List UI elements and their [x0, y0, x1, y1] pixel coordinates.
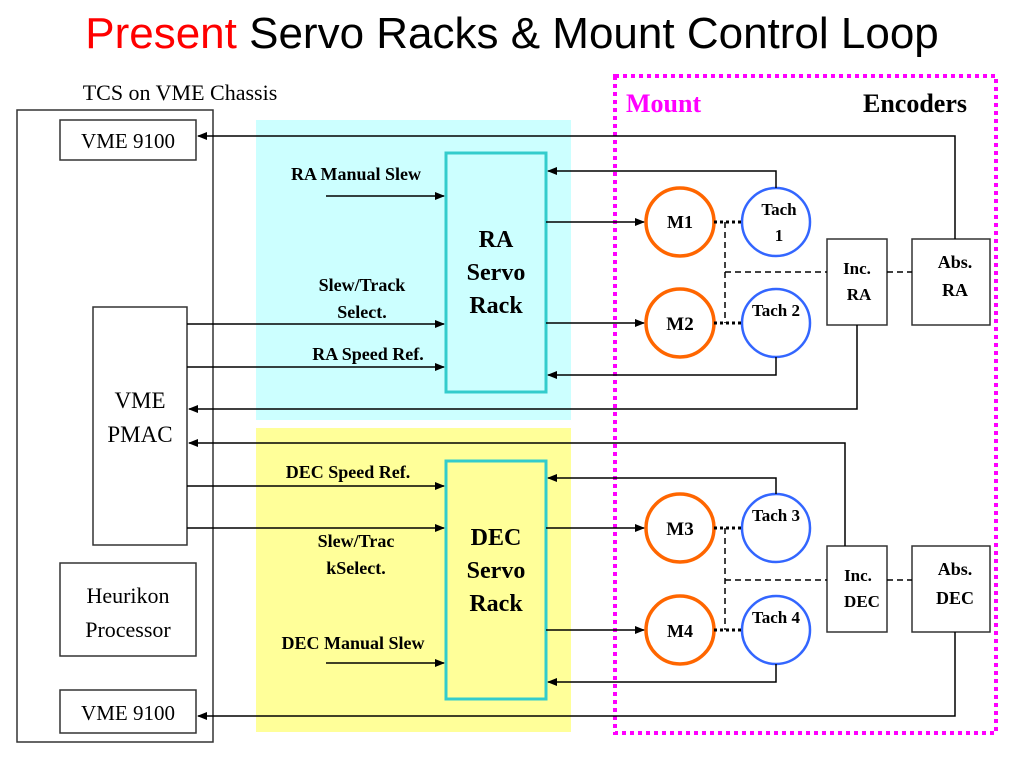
wire-inc-dec-to-pmac: [188, 439, 846, 546]
tach-2-label: Tach 2: [752, 301, 800, 320]
mechanical-couplings: [714, 220, 912, 632]
tach-4: Tach 4: [740, 594, 812, 666]
vme9100-top-label: VME 9100: [81, 129, 175, 153]
motor-m3: M3: [644, 492, 716, 564]
dec-rack-label-line3: Rack: [469, 591, 523, 617]
tach-4-label: Tach 4: [752, 608, 801, 627]
inc-dec-label-line2: DEC: [844, 592, 880, 611]
pmac-label-line1: VME: [114, 388, 165, 413]
inc-ra-label-line2: RA: [847, 285, 872, 304]
abs-ra-label-line1: Abs.: [938, 252, 973, 272]
tach-1-label-line2: 1: [775, 226, 784, 245]
dec-rack-label-line2: Servo: [467, 558, 526, 584]
ra-section-background: [256, 120, 571, 420]
encoders-label: Encoders: [863, 89, 967, 118]
ra-rack-label-line1: RA: [479, 227, 514, 253]
ra-servo-rack: RA Servo Rack: [444, 151, 548, 394]
vme9100-top-box: VME 9100: [59, 119, 197, 161]
motor-m2-label: M2: [666, 314, 693, 335]
motor-m2: M2: [644, 287, 716, 359]
pmac-label-line2: PMAC: [107, 422, 172, 447]
slide-title: Present Servo Racks & Mount Control Loop: [0, 4, 1024, 64]
mount-boundary: [613, 74, 998, 735]
ra-rack-label-line3: Rack: [469, 293, 523, 319]
tach-3: Tach 3: [740, 492, 812, 564]
wire-tach1-to-ra-rack: [547, 167, 777, 188]
title-rest: Servo Racks & Mount Control Loop: [249, 9, 939, 58]
motor-m1: M1: [644, 186, 716, 258]
heurikon-processor-box: Heurikon Processor: [59, 562, 197, 657]
abs-ra-encoder: Abs. RA: [911, 238, 991, 326]
abs-dec-label-line1: Abs.: [938, 559, 973, 579]
motor-m1-label: M1: [667, 212, 693, 232]
dec-manual-slew-label: DEC Manual Slew: [281, 633, 424, 653]
dec-rack-label-line1: DEC: [471, 525, 522, 551]
title-accent: Present: [85, 9, 237, 58]
wire-abs-ra-to-vme9100: [197, 132, 956, 239]
tach-2: Tach 2: [740, 287, 812, 359]
ra-rack-label-line2: Servo: [467, 260, 526, 286]
inc-ra-encoder: Inc. RA: [826, 238, 888, 326]
vme-pmac-box: VME PMAC: [92, 306, 188, 546]
dec-speed-ref-label: DEC Speed Ref.: [286, 462, 411, 482]
wire-inc-ra-to-pmac: [188, 325, 858, 413]
heurikon-label-line2: Processor: [85, 617, 171, 642]
dec-section-background: [256, 428, 571, 732]
vme9100-bottom-label: VME 9100: [81, 701, 175, 725]
dec-slew-track-label-line2: kSelect.: [326, 558, 385, 578]
vme9100-bottom-box: VME 9100: [59, 689, 197, 734]
connections: [187, 132, 956, 720]
mount-label: Mount: [626, 89, 701, 118]
abs-dec-encoder: Abs. DEC: [911, 545, 991, 633]
ra-speed-ref-label: RA Speed Ref.: [312, 344, 424, 364]
wire-tach3-to-dec-rack: [547, 474, 777, 494]
tach-3-label: Tach 3: [752, 506, 800, 525]
tach-1: Tach 1: [740, 186, 812, 258]
inc-dec-label-line1: Inc.: [844, 566, 872, 585]
motor-m3-label: M3: [666, 519, 693, 540]
vme-chassis-box: [16, 109, 214, 743]
wire-tach2-to-ra-rack: [547, 357, 777, 379]
ra-manual-slew-label: RA Manual Slew: [291, 164, 421, 184]
motor-m4: M4: [644, 594, 716, 666]
dec-servo-rack: DEC Servo Rack: [444, 459, 548, 701]
ra-slew-track-label-line2: Select.: [337, 302, 386, 322]
dec-slew-track-label-line1: Slew/Trac: [318, 531, 395, 551]
chassis-label: TCS on VME Chassis: [83, 80, 278, 105]
abs-ra-label-line2: RA: [942, 280, 968, 300]
abs-dec-label-line2: DEC: [936, 588, 974, 608]
inc-dec-encoder: Inc. DEC: [826, 545, 888, 633]
heurikon-label-line1: Heurikon: [86, 583, 169, 608]
ra-slew-track-label-line1: Slew/Track: [319, 275, 406, 295]
tach-1-label-line1: Tach: [761, 200, 797, 219]
wire-abs-dec-to-vme9100: [197, 632, 956, 720]
motor-m4-label: M4: [667, 621, 693, 641]
wire-tach4-to-dec-rack: [547, 664, 777, 686]
inc-ra-label-line1: Inc.: [843, 259, 871, 278]
